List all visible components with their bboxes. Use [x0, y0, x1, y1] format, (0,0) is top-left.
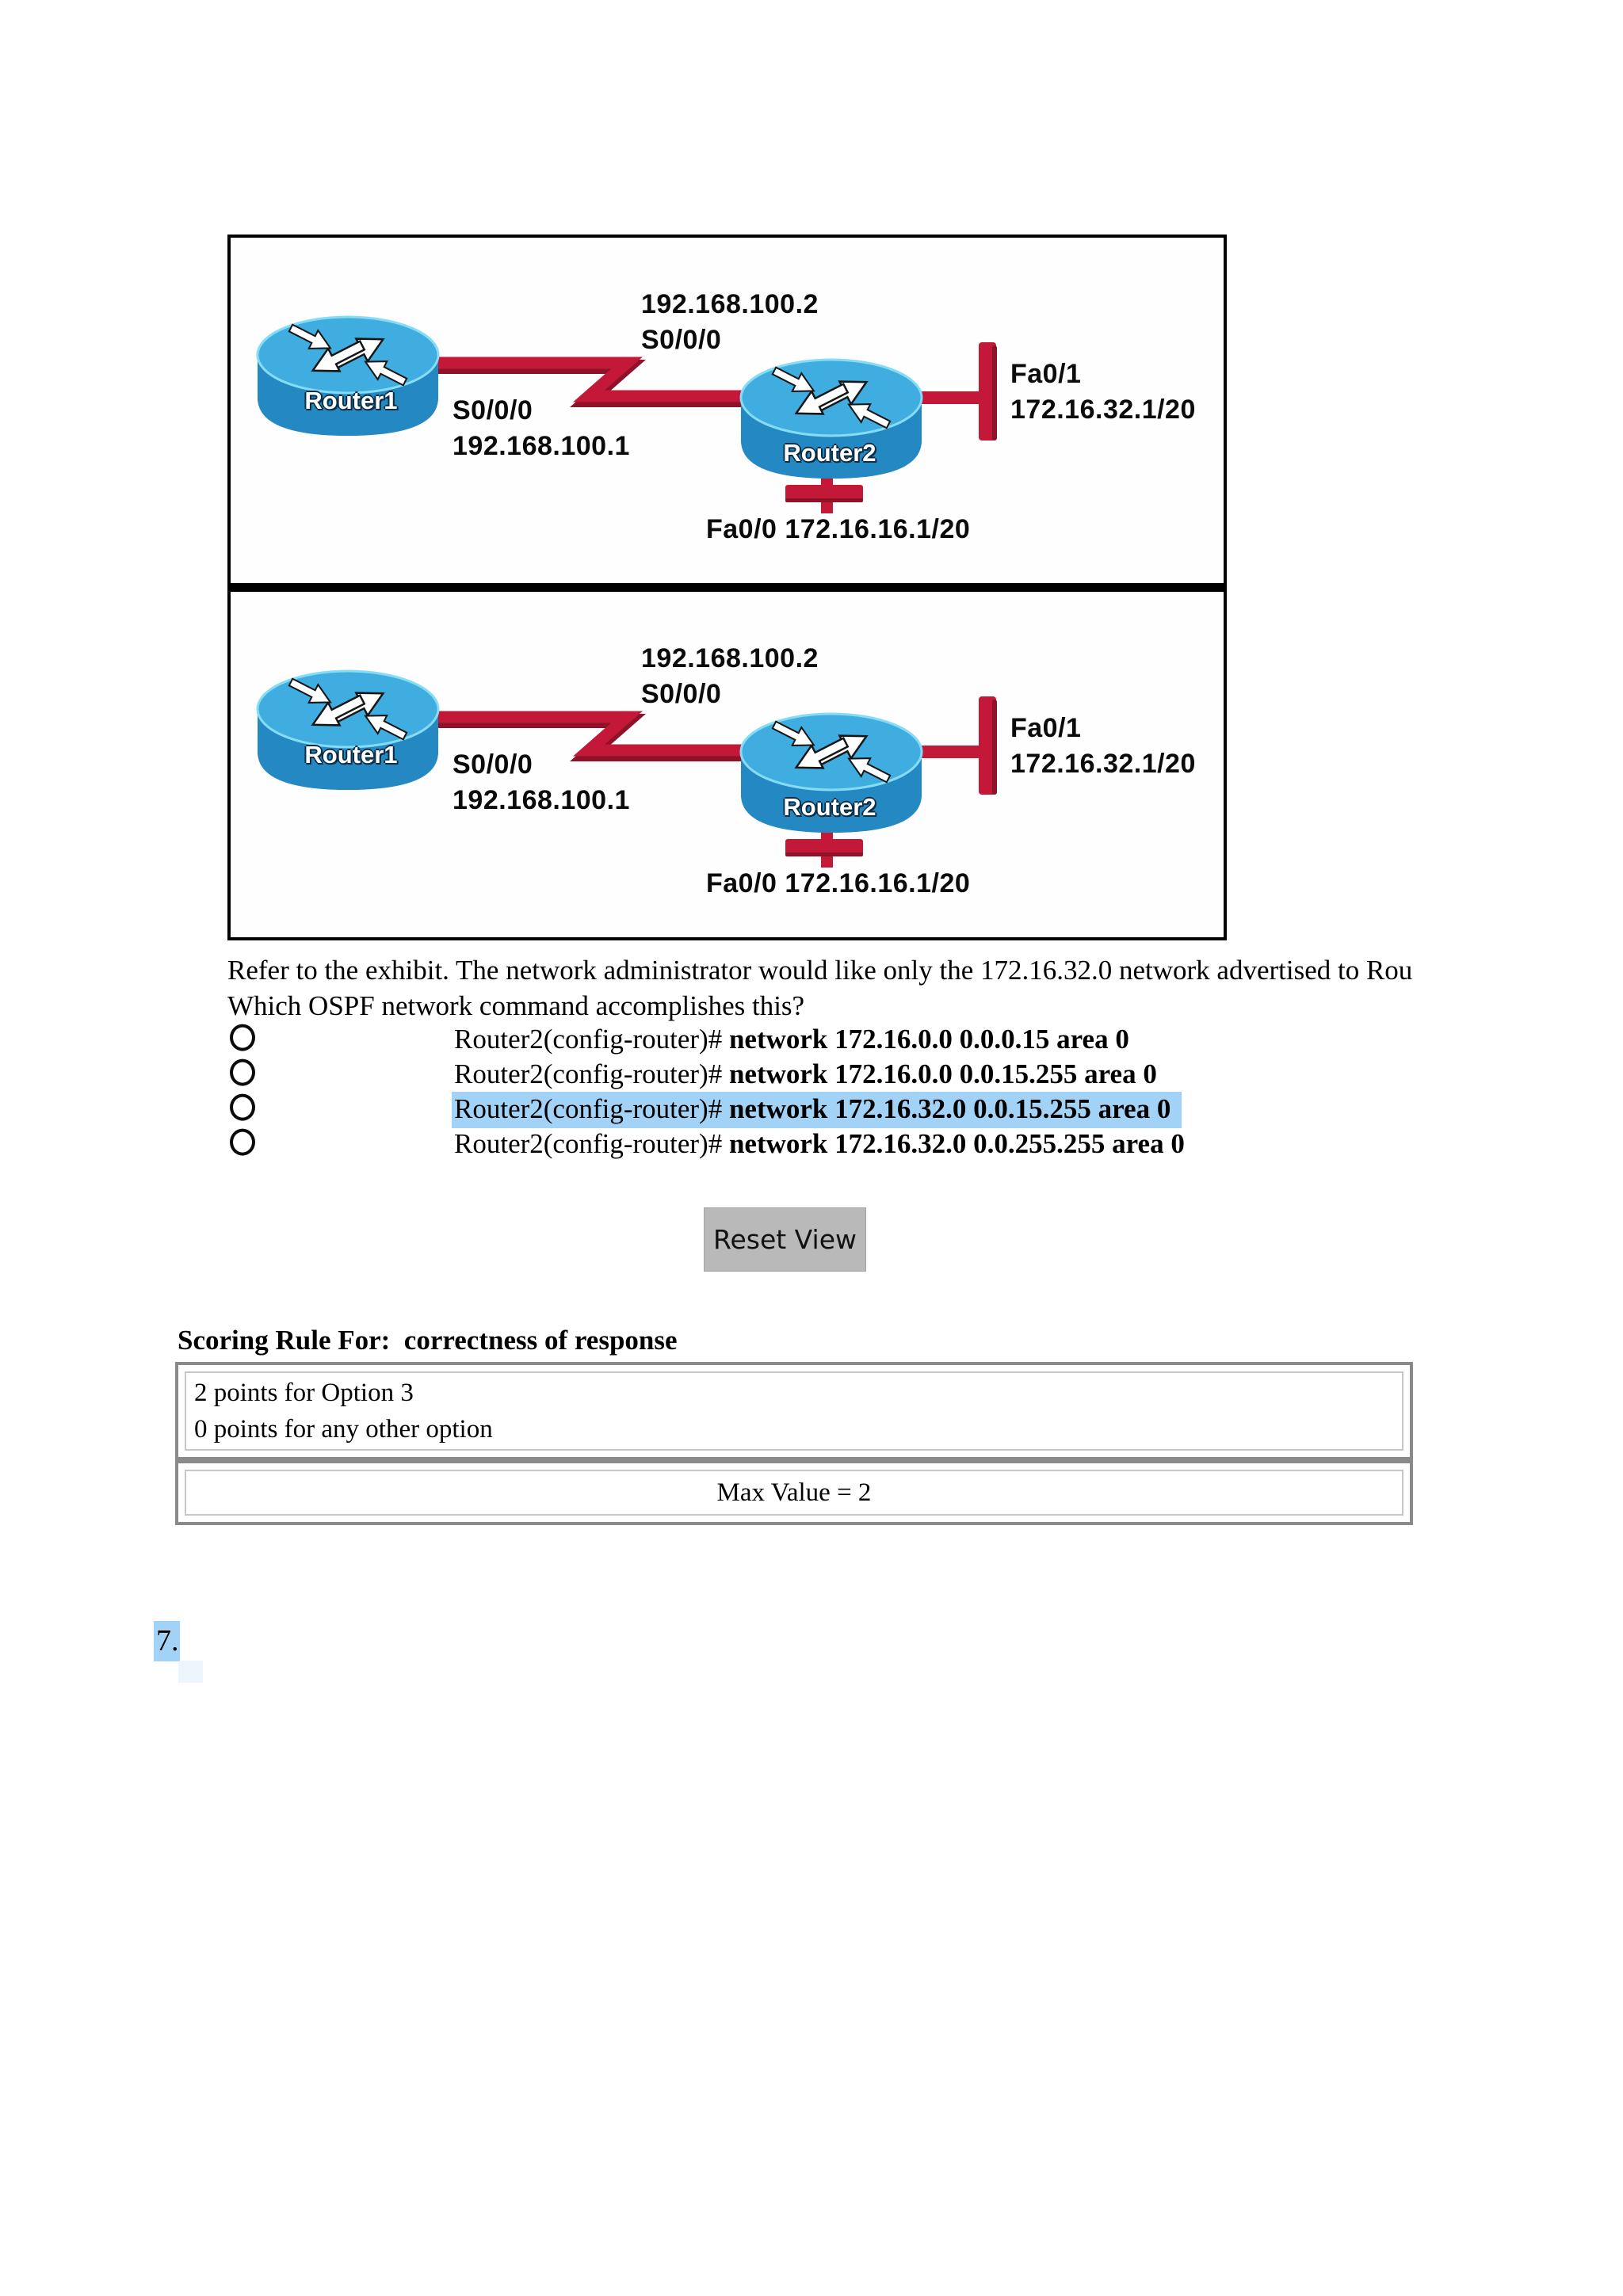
question-line-1: Refer to the exhibit. The network admini… [227, 955, 1413, 986]
scoring-rule-heading: Scoring Rule For: correctness of respons… [178, 1325, 678, 1356]
serial-remote-interface: S0/0/0 [641, 679, 722, 709]
option-4-command: network 172.16.32.0 0.0.255.255 area 0 [728, 1128, 1185, 1159]
option-row-3[interactable]: Router2(config-router)# network 172.16.3… [227, 1092, 1575, 1128]
fa00-label: Fa0/0 172.16.16.1/20 [706, 514, 971, 544]
reset-view-button[interactable]: Reset View [704, 1207, 866, 1272]
option-row-4[interactable]: Router2(config-router)# network 172.16.3… [227, 1127, 1575, 1162]
scoring-rule-line-1: 2 points for Option 3 [194, 1379, 414, 1407]
scoring-rule-row: 2 points for Option 3 0 points for any o… [178, 1371, 1410, 1451]
max-value-row: Max Value = 2 [178, 1470, 1410, 1516]
option-2-command: network 172.16.0.0 0.0.15.255 area 0 [728, 1058, 1157, 1089]
serial-local-ip: 192.168.100.1 [453, 785, 630, 815]
option-4-label[interactable]: Router2(config-router)# network 172.16.3… [452, 1127, 1196, 1163]
router2-label: Router2 [783, 793, 876, 821]
option-3-label-highlighted[interactable]: Router2(config-router)# network 172.16.3… [452, 1092, 1182, 1128]
serial-remote-ip: 192.168.100.2 [641, 643, 819, 673]
router1-label: Router1 [304, 741, 398, 769]
option-1-command: network 172.16.0.0 0.0.0.15 area 0 [728, 1024, 1129, 1055]
option-2-radio[interactable] [230, 1058, 255, 1086]
serial-remote-ip: 192.168.100.2 [641, 289, 819, 319]
fa01-ip: 172.16.32.1/20 [1010, 749, 1196, 779]
exhibit-divider [231, 583, 1224, 592]
question-number[interactable]: 7. [154, 1621, 180, 1661]
router1-label: Router1 [304, 387, 398, 414]
option-3-radio[interactable] [230, 1093, 255, 1121]
exhibit: 192.168.100.2 S0/0/0 S0/0/0 192.168.100.… [227, 235, 1227, 940]
question-text: Refer to the exhibit. The network admini… [227, 952, 1623, 1024]
scoring-table-divider [178, 1457, 1410, 1463]
serial-remote-interface: S0/0/0 [641, 325, 722, 355]
serial-local-ip: 192.168.100.1 [453, 431, 630, 461]
router2-label: Router2 [783, 439, 876, 467]
fa01-interface: Fa0/1 [1010, 713, 1082, 743]
serial-remote-labels: 192.168.100.2 S0/0/0 [641, 287, 819, 358]
exhibit-panel-top: 192.168.100.2 S0/0/0 S0/0/0 192.168.100.… [231, 238, 1224, 583]
option-2-label[interactable]: Router2(config-router)# network 172.16.0… [452, 1057, 1168, 1093]
serial-local-labels: S0/0/0 192.168.100.1 [453, 393, 630, 464]
option-2-prompt: Router2(config-router)# [454, 1058, 729, 1089]
option-4-prompt: Router2(config-router)# [454, 1128, 729, 1159]
scoring-rule-line-2: 0 points for any other option [194, 1415, 493, 1444]
answer-options: Router2(config-router)# network 172.16.0… [227, 1023, 1575, 1162]
selection-artifact [178, 1661, 203, 1683]
option-3-command: network 172.16.32.0 0.0.15.255 area 0 [728, 1093, 1171, 1124]
fa01-ip: 172.16.32.1/20 [1010, 395, 1196, 425]
serial-local-labels: S0/0/0 192.168.100.1 [453, 747, 630, 818]
option-1-label[interactable]: Router2(config-router)# network 172.16.0… [452, 1022, 1140, 1058]
option-row-2[interactable]: Router2(config-router)# network 172.16.0… [227, 1058, 1575, 1093]
option-4-radio[interactable] [230, 1128, 255, 1156]
fa01-interface: Fa0/1 [1010, 359, 1082, 389]
scoring-table: 2 points for Option 3 0 points for any o… [175, 1362, 1413, 1525]
serial-local-interface: S0/0/0 [453, 395, 533, 425]
scoring-rule-cell: 2 points for Option 3 0 points for any o… [185, 1371, 1403, 1451]
option-row-1[interactable]: Router2(config-router)# network 172.16.0… [227, 1023, 1575, 1058]
fa01-labels: Fa0/1 172.16.32.1/20 [1010, 357, 1196, 428]
option-1-prompt: Router2(config-router)# [454, 1024, 729, 1055]
option-1-radio[interactable] [230, 1024, 255, 1051]
fa00-label: Fa0/0 172.16.16.1/20 [706, 868, 971, 898]
max-value-cell: Max Value = 2 [185, 1470, 1403, 1516]
serial-local-interface: S0/0/0 [453, 749, 533, 780]
exhibit-panel-bottom: 192.168.100.2 S0/0/0 S0/0/0 192.168.100.… [231, 592, 1224, 937]
serial-remote-labels: 192.168.100.2 S0/0/0 [641, 641, 819, 712]
fa01-labels: Fa0/1 172.16.32.1/20 [1010, 711, 1196, 782]
question-line-2: Which OSPF network command accomplishes … [227, 990, 805, 1021]
option-3-prompt: Router2(config-router)# [454, 1093, 729, 1124]
